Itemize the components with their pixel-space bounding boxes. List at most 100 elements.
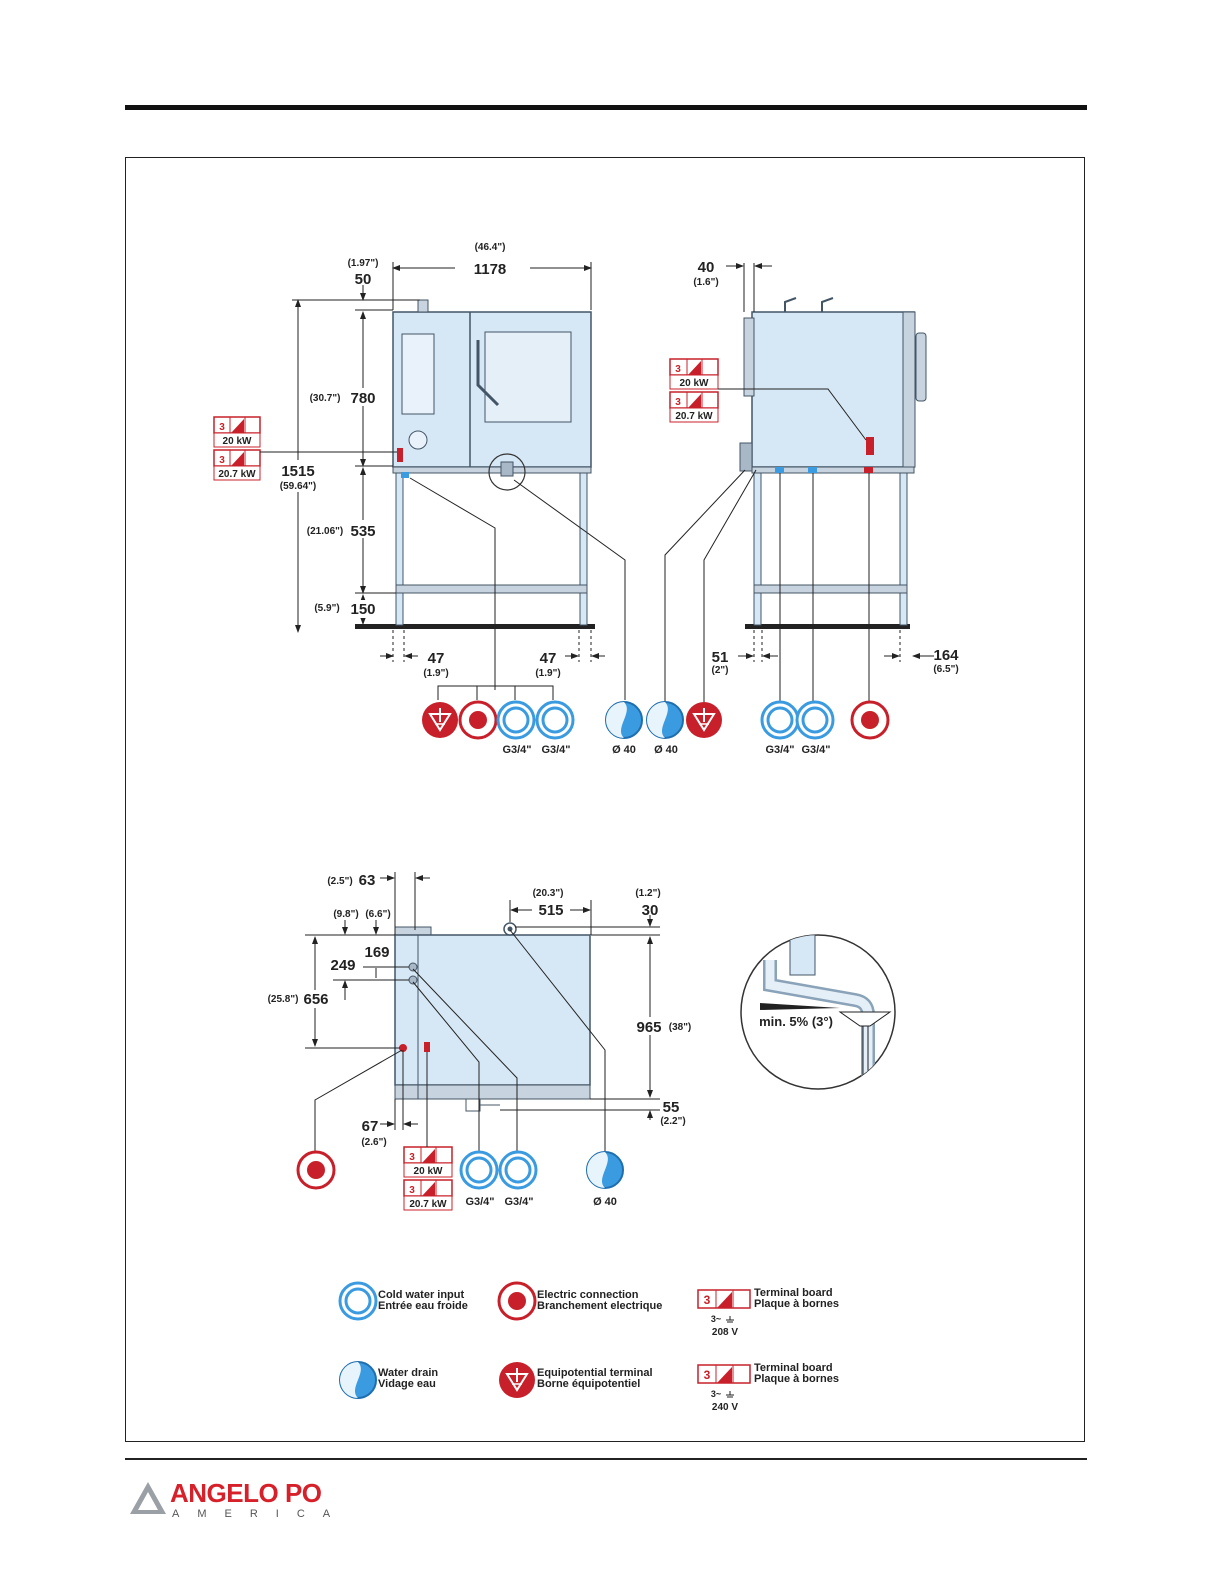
dim-top-169-inch: (6.6") [365, 909, 390, 920]
dim-left-leg: 47 [428, 650, 445, 667]
dim-side-leg-inch: (2") [712, 665, 729, 676]
legend-terminal-240: 3 3~ 240 V Terminal board Plaque à borne… [697, 1362, 839, 1413]
top-oven-body [394, 934, 591, 1086]
legend-cold-water-en: Cold water input [378, 1289, 465, 1301]
dim-top-656: 656 [303, 991, 328, 1008]
slope-label: min. 5% (3°) [759, 1014, 833, 1029]
cold-water-icon [338, 1281, 378, 1321]
legend-cold-water-fr: Entrée eau froide [378, 1300, 468, 1312]
side-conn-label-3: G3/4" [801, 744, 830, 756]
front-conn-label-2: G3/4" [541, 744, 570, 756]
cold-water-icon [795, 700, 835, 740]
dim-shelf-height: 150 [350, 601, 375, 618]
cold-water-icon [760, 700, 800, 740]
dim-top-515: 515 [538, 902, 563, 919]
top-terminal-num-a: 3 [409, 1152, 415, 1163]
front-power-b: 20.7 kW [218, 469, 256, 480]
top-conn-label-1: G3/4" [465, 1196, 494, 1208]
dim-top-offset-inch: (1.97") [348, 258, 379, 269]
dim-shelf-height-inch: (5.9") [314, 603, 339, 614]
drawing-frame [125, 157, 1085, 1442]
side-dimensions: 40 (1.6") 51 (2") 164 (6.5") [693, 259, 959, 676]
dim-top-169: 169 [364, 944, 389, 961]
floor-line [355, 624, 595, 629]
brand-logo: ANGELO PO AMERICA [128, 1476, 330, 1524]
cold-water-icon [535, 700, 575, 740]
dim-side-top-inch: (1.6") [693, 277, 718, 288]
cold-water-icon [498, 1150, 538, 1190]
top-dimensions: 63 (2.5") (9.8") (6.6") 169 249 656 (25.… [268, 872, 692, 1148]
dim-top-249-inch: (9.8") [333, 909, 358, 920]
legend-terminal-num-b: 3 [704, 1368, 711, 1382]
dim-top-249: 249 [330, 957, 355, 974]
legend-electric-en: Electric connection [537, 1289, 639, 1301]
dim-top-965: 965 [636, 1019, 661, 1036]
front-power-a: 20 kW [223, 436, 252, 447]
dim-body-height-inch: (30.7") [310, 393, 341, 404]
dim-side-top: 40 [698, 259, 715, 276]
legend-terminal-208: 3 3~ 208 V Terminal board Plaque à borne… [697, 1287, 839, 1338]
electric-connection-icon [497, 1281, 537, 1321]
dim-top-63: 63 [359, 872, 376, 889]
dim-width: 1178 [474, 261, 507, 278]
legend-phase-a: 3~ [711, 1314, 721, 1324]
dim-top-30: 30 [642, 902, 659, 919]
legend-terminal-240-fr: Plaque à bornes [754, 1373, 839, 1385]
legend-equipotential-fr: Borne équipotentiel [537, 1378, 640, 1390]
legend-voltage-240: 240 V [712, 1402, 738, 1413]
top-conn-label-3: Ø 40 [593, 1196, 617, 1208]
side-floor-line [745, 624, 910, 629]
cold-water-icon [459, 1150, 499, 1190]
dim-top-67-inch: (2.6") [361, 1137, 386, 1148]
side-power-a: 20 kW [680, 378, 709, 389]
cold-water-icon [496, 700, 536, 740]
dim-right-leg-inch: (1.9") [535, 668, 560, 679]
top-view [394, 922, 591, 1112]
side-terminal-num-b: 3 [675, 397, 681, 408]
front-dimensions: 1178 (46.4") 50 (1.97") 1515 (59.64") 78… [278, 242, 605, 679]
side-terminal-board: 3 20 kW 3 20.7 kW [669, 358, 867, 441]
dim-total-height-inch: (59.64") [280, 481, 316, 492]
dim-top-965-inch: (38") [669, 1022, 692, 1033]
dim-top-offset: 50 [355, 271, 372, 288]
front-conn-label-1: G3/4" [502, 744, 531, 756]
equipotential-icon [685, 701, 723, 739]
side-view [739, 297, 927, 629]
dim-side-leg: 51 [712, 649, 729, 666]
top-terminal-num-b: 3 [409, 1185, 415, 1196]
side-oven-body [751, 311, 915, 468]
side-conn-label-2: G3/4" [765, 744, 794, 756]
dim-side-right-inch: (6.5") [933, 664, 958, 675]
side-connectors: Ø 40 G3/4" G3/4" [646, 700, 890, 756]
legend-phase-b: 3~ [711, 1389, 721, 1399]
side-power-b: 20.7 kW [675, 411, 713, 422]
dim-top-515-inch: (20.3") [533, 888, 564, 899]
electric-connection-icon [458, 700, 498, 740]
equipotential-icon [498, 1361, 536, 1399]
electric-connection-icon [850, 700, 890, 740]
legend-equipotential-en: Equipotential terminal [537, 1367, 653, 1379]
legend-drain-en: Water drain [378, 1367, 438, 1379]
front-terminal-num-b: 3 [219, 455, 225, 466]
side-terminal-num-a: 3 [675, 364, 681, 375]
dim-left-leg-inch: (1.9") [423, 668, 448, 679]
side-conn-label-1: Ø 40 [654, 744, 678, 756]
legend: Cold water input Entrée eau froide Elect… [338, 1281, 839, 1413]
water-drain-icon [605, 701, 643, 739]
brand-mark-icon [130, 1482, 166, 1514]
front-connector-leaders [409, 477, 626, 700]
dim-stand-height-inch: (21.06") [307, 526, 343, 537]
front-view [355, 299, 595, 629]
legend-terminal-208-fr: Plaque à bornes [754, 1298, 839, 1310]
top-conn-label-2: G3/4" [504, 1196, 533, 1208]
water-drain-icon [586, 1151, 624, 1189]
brand-sub: AMERICA [172, 1508, 349, 1520]
dim-top-67: 67 [362, 1118, 379, 1135]
dim-top-55: 55 [663, 1099, 680, 1116]
front-connectors: G3/4" G3/4" Ø 40 [421, 700, 643, 756]
brand-name: ANGELO PO [170, 1478, 322, 1508]
water-drain-icon [339, 1361, 377, 1399]
legend-voltage-208: 208 V [712, 1327, 738, 1338]
dim-top-55-inch: (2.2") [660, 1116, 685, 1127]
